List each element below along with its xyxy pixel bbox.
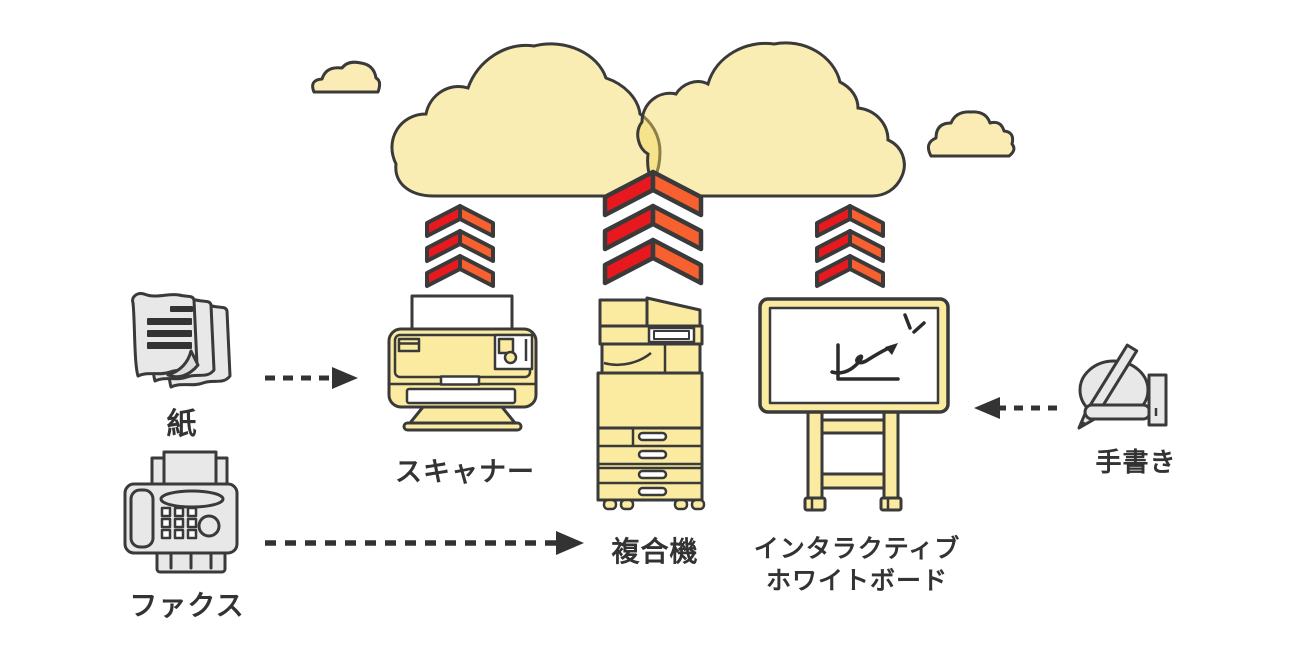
- label-scanner: スキャナー: [395, 457, 535, 487]
- cloud-right-lobe: [636, 41, 906, 198]
- mfp-control-screen: [647, 326, 696, 344]
- scanner-card-slot-icon: [397, 337, 421, 353]
- fax-keypad: [160, 506, 198, 540]
- upload-chevrons-whiteboard: [815, 204, 885, 288]
- cloud-icon: [390, 41, 906, 198]
- upload-chevrons-mfp: [602, 169, 704, 286]
- label-whiteboard-line2: ホワイトボード: [765, 567, 949, 595]
- label-fax: ファクス: [129, 590, 245, 621]
- scanner-control-panel: [493, 333, 534, 371]
- whiteboard-stand: [803, 408, 903, 512]
- upload-chevrons-scanner: [425, 204, 495, 288]
- interactive-whiteboard-icon: [758, 297, 950, 512]
- multifunction-printer-icon: [596, 296, 706, 511]
- cloud-small-left-icon: [311, 60, 382, 94]
- mfp-casters: [602, 498, 706, 511]
- arrow-paper-to-scanner: [265, 367, 358, 389]
- fax-machine-icon: [123, 450, 239, 574]
- scanner-icon: [387, 294, 538, 432]
- label-whiteboard-line1: インタラクティブ: [753, 535, 961, 563]
- fax-display: [159, 489, 225, 509]
- paper-text-lines: [147, 306, 193, 349]
- writing-hand-icon: [1077, 343, 1168, 430]
- fax-paper-slots: [169, 553, 213, 570]
- cloud-left-lobe: [390, 42, 662, 198]
- paper-curl: [166, 349, 200, 379]
- fax-handset: [129, 488, 155, 549]
- fax-start-button: [197, 514, 221, 538]
- cloud-small-right-icon: [926, 110, 1016, 158]
- whiteboard-sketch: [830, 313, 926, 381]
- mfp-drawers: [596, 426, 704, 502]
- arrow-fax-to-mfp: [265, 531, 584, 555]
- hand-finger: [1083, 403, 1152, 421]
- label-paper: 紙: [166, 408, 198, 441]
- label-handwriting: 手書き: [1095, 447, 1177, 477]
- hand-cuff: [1147, 373, 1168, 427]
- paper-stack-icon: [131, 292, 232, 389]
- arrow-handwriting-to-whiteboard: [974, 397, 1057, 419]
- label-mfp: 複合機: [611, 536, 699, 567]
